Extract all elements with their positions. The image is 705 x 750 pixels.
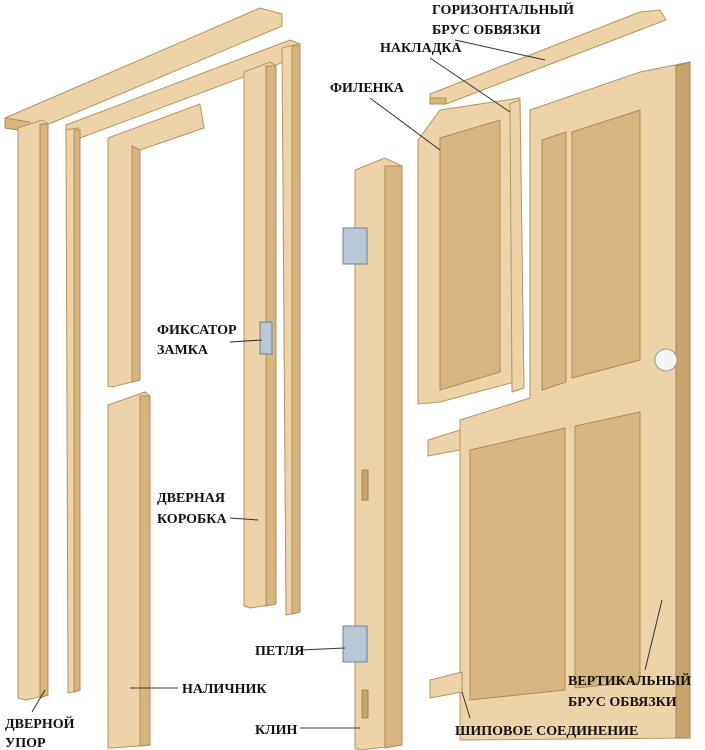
label-vertical-stile-2: БРУС ОБВЯЗКИ (568, 695, 677, 710)
label-lock-strike: ФИКСАТОР (157, 323, 237, 338)
label-casing: НАЛИЧНИК (182, 682, 267, 697)
door-stop (4, 7, 283, 701)
door-knob-icon (654, 348, 678, 372)
label-tenon-joint: ШИПОВОЕ СОЕДИНЕНИЕ (455, 724, 638, 739)
labels: ГОРИЗОНТАЛЬНЫЙ БРУС ОБВЯЗКИ НАКЛАДКА ФИЛ… (5, 1, 691, 750)
leader-lines (31, 39, 663, 729)
door-frame (65, 39, 301, 694)
hinge-icon (342, 625, 368, 663)
label-hinge: ПЕТЛЯ (255, 644, 304, 659)
label-door-stop: ДВЕРНОЙ (5, 715, 75, 732)
label-horizontal-rail-2: БРУС ОБВЯЗКИ (432, 23, 541, 38)
label-door-frame: ДВЕРНАЯ (157, 491, 225, 506)
label-panel: ФИЛЕНКА (330, 81, 405, 96)
door-leaf (427, 61, 691, 741)
label-overlay: НАКЛАДКА (380, 41, 462, 56)
top-rail (429, 9, 667, 105)
label-lock-strike-2: ЗАМКА (157, 343, 209, 358)
hinge-icon (342, 227, 368, 265)
label-vertical-stile: ВЕРТИКАЛЬНЫЙ (568, 672, 691, 689)
lock-strike-plate (259, 321, 273, 355)
label-door-stop-2: УПОР (5, 736, 46, 750)
panel (417, 97, 525, 405)
label-wedge: КЛИН (255, 723, 297, 738)
label-horizontal-rail: ГОРИЗОНТАЛЬНЫЙ (432, 1, 574, 18)
casing (107, 61, 277, 749)
label-door-frame-2: КОРОБКА (157, 512, 227, 527)
hinge-stile (342, 157, 403, 750)
